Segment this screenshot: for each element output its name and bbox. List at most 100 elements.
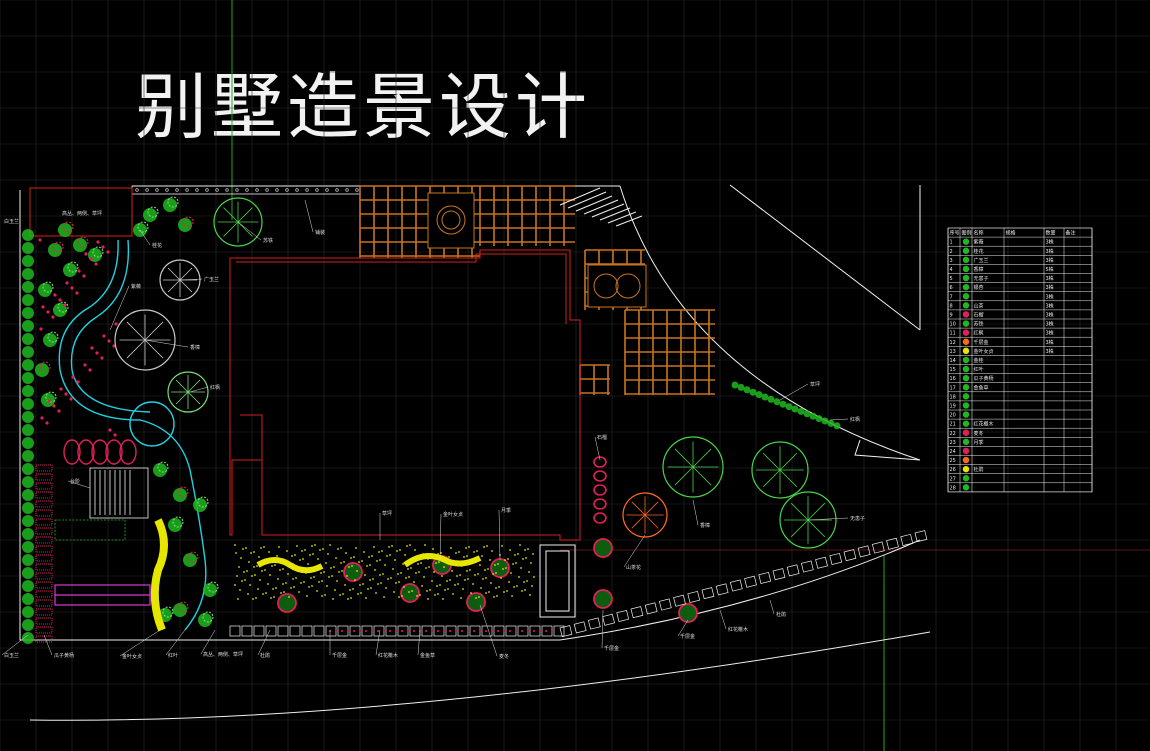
table-cell: 11 [950,331,956,337]
border-flower [503,630,505,632]
lawn-speckle [510,572,512,574]
table-cell: 金叶女贞 [974,348,994,355]
strip-dot [295,188,299,192]
lawn-speckle [270,597,272,599]
table-symbol [962,329,970,336]
lawn-speckle [310,577,312,579]
table-cell: 3株 [1046,321,1054,328]
shrub-fill [183,553,197,567]
tree-branch [631,514,646,529]
shrub-fill [193,498,207,512]
table-cell: 3株 [1046,239,1054,246]
shrub-fill [749,388,757,396]
table-symbol [962,438,970,446]
shrub-fill [815,415,823,423]
lawn-speckle [367,588,369,590]
lawn-speckle [500,577,502,579]
strip-dot [335,188,339,192]
lawn-speckle [285,582,287,584]
lawn-speckle [366,565,368,567]
shrub-fill [22,320,34,332]
lawn-speckle [240,557,242,559]
lawn-speckle [479,564,481,566]
border-paving [800,560,814,573]
shrub-fill [22,619,34,631]
lawn-speckle [336,580,338,582]
table-cell: 13 [950,349,956,355]
lawn-speckle [403,586,405,588]
lawn-speckle [359,584,361,586]
lawn-speckle [492,573,494,575]
planting-layer [22,196,928,644]
border-paving [553,625,565,637]
border-flower [437,630,439,632]
tree-branch [237,207,253,223]
shrub-fill [821,417,829,425]
border-flower [539,630,541,632]
lawn-speckle [267,583,269,585]
shrub [202,611,214,623]
lawn-speckle [269,574,271,576]
table-cell: 3 [950,258,953,264]
table-cell: 3株 [1046,330,1054,337]
lawn-speckle [348,566,350,568]
tree-branch [187,379,201,393]
lawn-speckle [385,587,387,589]
flower-dot [88,368,92,372]
table-symbol [962,256,970,264]
lawn-speckle [350,597,352,599]
shrub-fill [22,541,34,553]
lawn-speckle [292,578,294,580]
border-flower [485,630,487,632]
table-cell: 无患子 [974,275,989,282]
shrub-fill [203,583,217,597]
rose-bush [593,498,607,510]
lawn-speckle [335,557,337,559]
border-flower [401,630,403,632]
label-right_1: 石榴 [597,434,607,441]
table-cell: 3株 [1046,302,1054,309]
table-symbol [962,274,970,282]
shrub-fill [43,333,57,347]
leader-line [304,199,314,233]
shrub-fill [178,218,192,232]
lawn-speckle [296,545,298,547]
shrub-fill [773,398,781,406]
flower-dot [64,392,68,396]
shrub-fill [22,424,34,436]
shrub-fill [761,393,769,401]
table-cell: 3株 [1046,275,1054,282]
flower-bed [35,599,53,607]
lawn-speckle [381,550,383,552]
table-symbol [962,302,970,309]
lawn-speckle [319,549,321,551]
lawn-speckle [248,561,250,563]
yellow-bed [256,557,324,574]
lawn-speckle [421,585,423,587]
lawn-speckle [294,554,296,556]
border-paving [715,583,729,596]
flower-bed [35,545,53,553]
border-flower [491,630,493,632]
lawn-speckle [286,550,288,552]
border-flower [545,630,547,632]
tree-canopy [114,309,176,371]
flower-bed [35,527,53,535]
lawn-speckle [466,555,468,557]
flower-bed [35,509,53,517]
lawn-speckle [398,596,400,598]
lawn-speckle [358,561,360,563]
table-cell: 3株 [1046,293,1054,300]
table-cell: 千层金 [974,339,989,346]
shrub [187,551,199,563]
border-flower [395,630,397,632]
lawn-speckle [522,558,524,560]
shrub [67,261,79,273]
lawn-speckle [241,580,243,582]
label-bottom_13: 红花檵木 [728,626,748,633]
lawn-speckle [482,578,484,580]
table-symbol [962,247,970,254]
shrub-fill [737,383,745,391]
border-flower [347,630,349,632]
lawn-speckle [410,567,412,569]
